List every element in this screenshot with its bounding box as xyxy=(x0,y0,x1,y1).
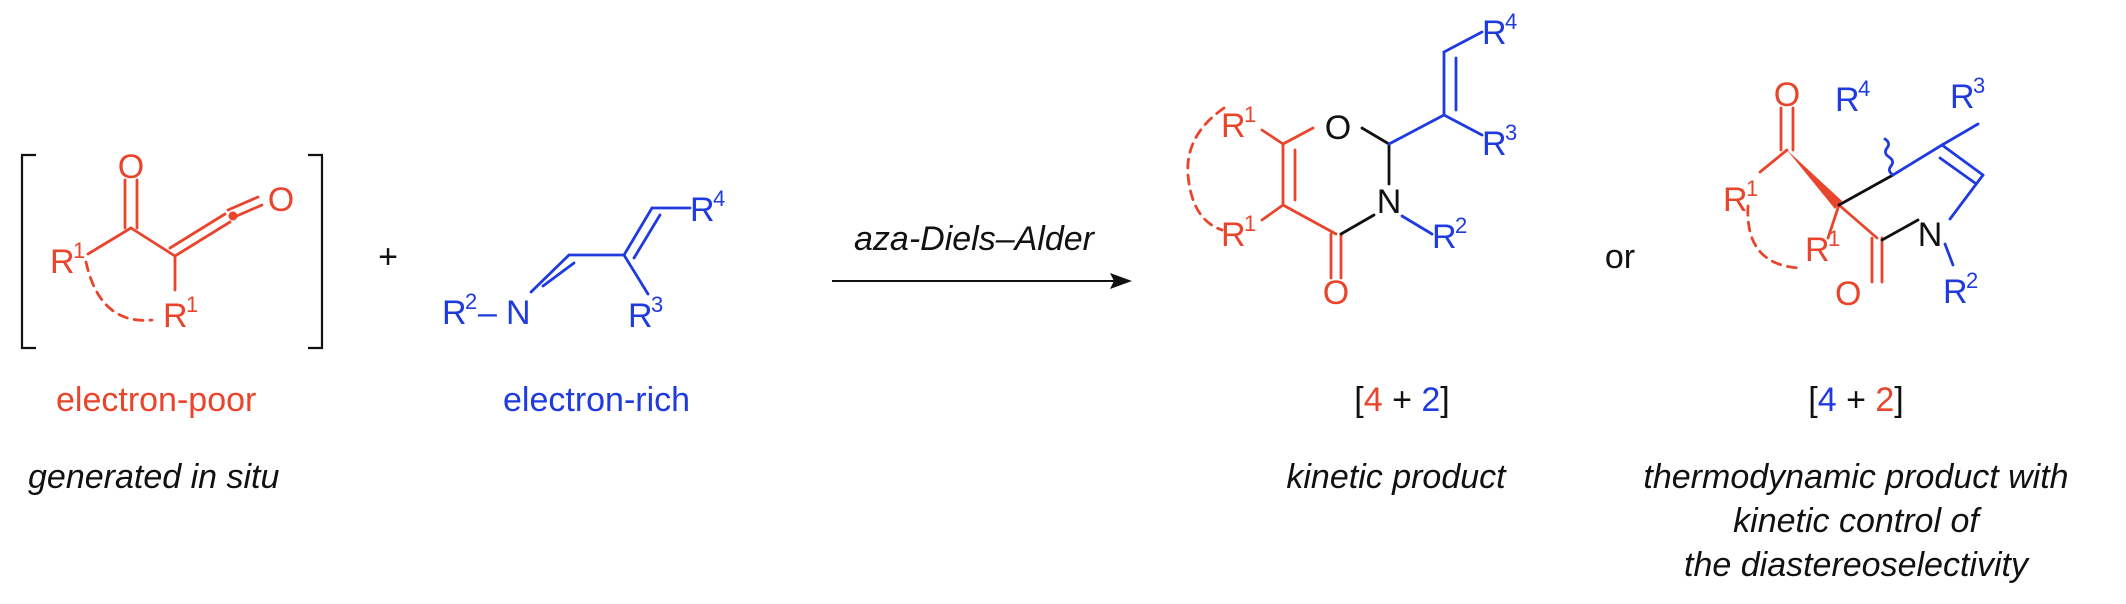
ketene-dot xyxy=(228,211,238,221)
right-bracket xyxy=(308,153,324,350)
atom-R: R xyxy=(1221,216,1246,254)
atom-R: R xyxy=(1950,78,1975,116)
superscript: 2 xyxy=(465,289,477,314)
atom-N: N xyxy=(1918,216,1943,254)
aza-diels-alder-label: aza-Diels–Alder xyxy=(854,220,1096,258)
atom-R: R xyxy=(1943,273,1968,311)
thermodynamic-product-structure: O R 1 R 1 O N R 4 R 3 R 2 xyxy=(1723,73,1985,313)
atom-O: O xyxy=(1323,274,1349,312)
dash: – xyxy=(478,294,497,332)
superscript: 1 xyxy=(1244,102,1256,127)
R2-N-group: R xyxy=(442,294,467,332)
atom-O: O xyxy=(268,181,294,219)
atom-R: R xyxy=(50,243,75,281)
plus-sign: + xyxy=(378,238,398,276)
superscript: 4 xyxy=(1858,76,1870,101)
atom-R: R xyxy=(1805,231,1830,269)
atom-R: R xyxy=(163,297,188,335)
generated-in-situ-caption: generated in situ xyxy=(28,458,279,496)
atom-O: O xyxy=(1774,76,1800,114)
superscript: 4 xyxy=(1505,9,1517,34)
atom-R: R xyxy=(1432,218,1457,256)
superscript: 1 xyxy=(1828,226,1840,251)
superscript: 3 xyxy=(651,292,663,317)
superscript: 3 xyxy=(1505,120,1517,145)
kinetic-ratio-label: [4 + 2] xyxy=(1354,381,1450,419)
thermodynamic-caption-line: thermodynamic product with xyxy=(1643,458,2068,496)
kinetic-product-structure: R 1 R 1 O O N R 2 R 4 R 3 xyxy=(1186,9,1517,312)
or-label: or xyxy=(1605,238,1635,276)
superscript: 2 xyxy=(1455,213,1467,238)
left-bracket xyxy=(20,153,36,350)
atom-O: O xyxy=(1325,109,1351,147)
electron-rich-label: electron-rich xyxy=(503,381,690,419)
atom-R: R xyxy=(628,297,653,335)
atom-R: R xyxy=(1482,125,1507,163)
superscript: 2 xyxy=(1966,268,1978,293)
atom-N: N xyxy=(506,294,531,332)
superscript: 1 xyxy=(73,238,85,263)
superscript: 1 xyxy=(186,292,198,317)
azadiene-structure: R 2 – N R 4 R 3 xyxy=(442,186,725,335)
reaction-arrow xyxy=(832,273,1132,289)
atom-R: R xyxy=(1835,81,1860,119)
atom-R: R xyxy=(1482,14,1507,52)
thermodynamic-caption-line: the diastereoselectivity xyxy=(1684,546,2030,584)
atom-R: R xyxy=(1221,107,1246,145)
thermodynamic-caption-line: kinetic control of xyxy=(1733,502,1982,540)
superscript: 1 xyxy=(1746,176,1758,201)
superscript: 4 xyxy=(713,186,725,211)
atom-O: O xyxy=(118,148,144,186)
thermodynamic-ratio-label: [4 + 2] xyxy=(1808,381,1904,419)
electron-poor-label: electron-poor xyxy=(56,381,256,419)
superscript: 1 xyxy=(1244,211,1256,236)
wedge-bond xyxy=(1787,150,1842,209)
atom-R: R xyxy=(690,191,715,229)
acylketene-structure: O O R 1 R 1 xyxy=(20,148,324,350)
atom-R: R xyxy=(1723,181,1748,219)
atom-O: O xyxy=(1835,275,1861,313)
atom-N: N xyxy=(1377,183,1402,221)
superscript: 3 xyxy=(1973,73,1985,98)
kinetic-product-caption: kinetic product xyxy=(1286,458,1507,496)
